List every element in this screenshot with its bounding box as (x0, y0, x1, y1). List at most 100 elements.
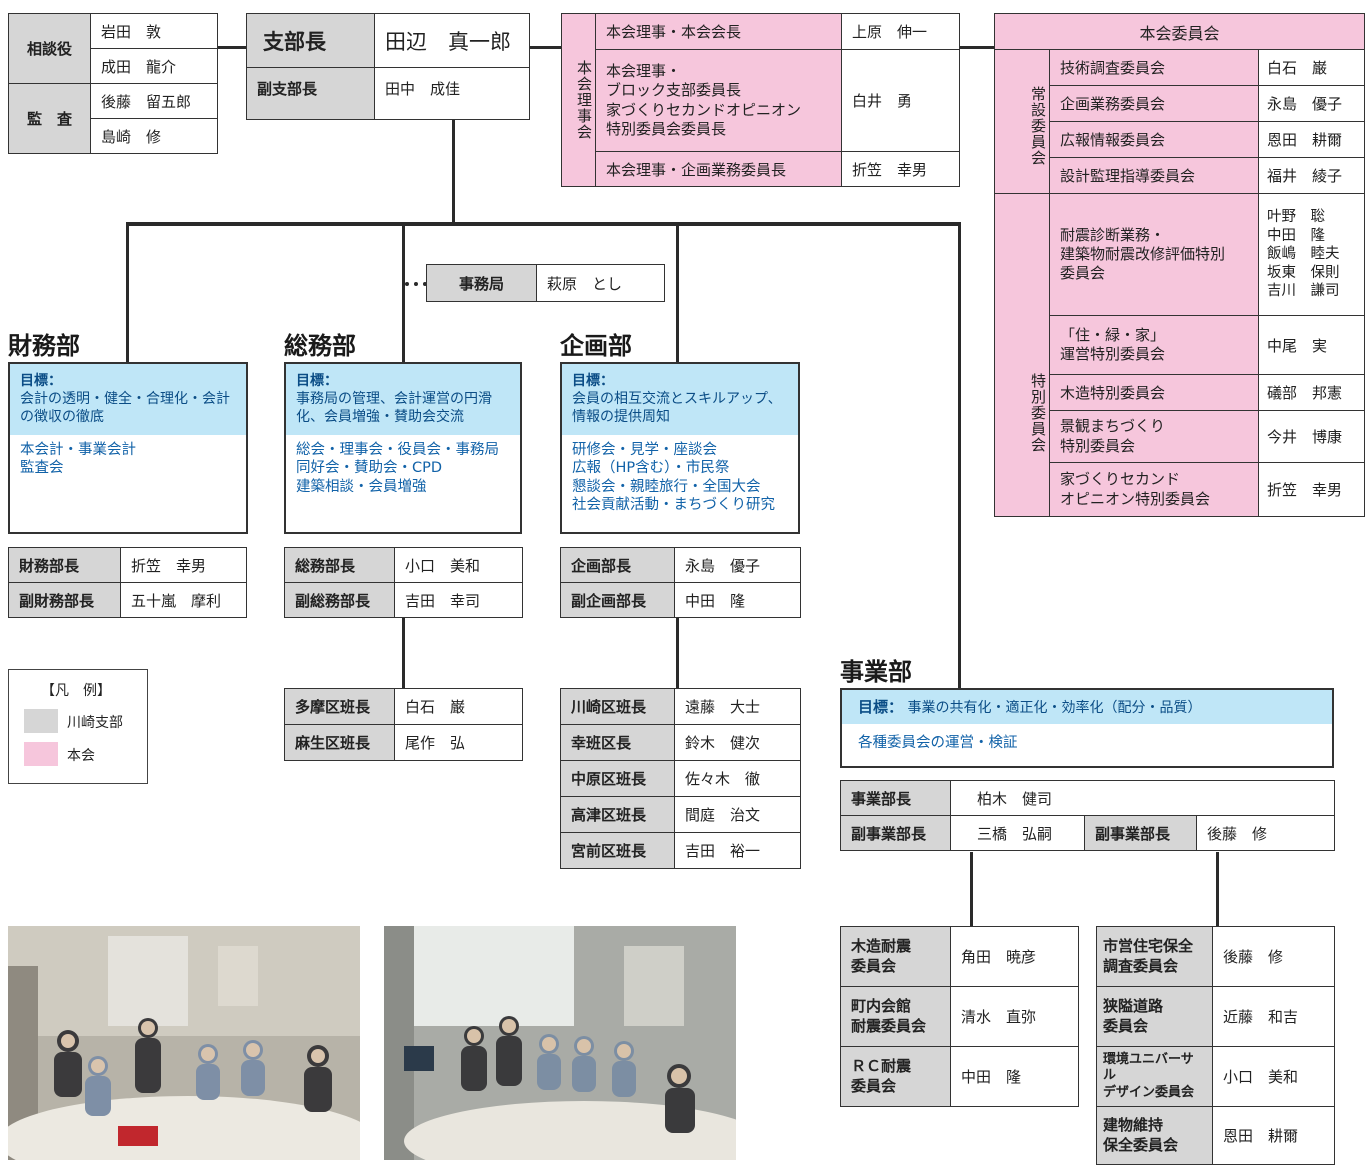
committee-member: 永島 優子 (1258, 85, 1365, 122)
general-deputy-name: 吉田 幸司 (394, 582, 523, 618)
goal-label: 目標： (296, 373, 338, 389)
committee-name: 「住・緑・家」 運営特別委員会 (1049, 315, 1259, 375)
ward-name: 白石 巌 (394, 688, 523, 725)
meeting-photo-1-image (8, 926, 360, 1160)
planning-goal: 目標： 会員の相互交流とスキルアップ、情報の提供周知 (562, 364, 798, 435)
business-box: 目標： 事業の共有化・適正化・効率化（配分・品質） 各種委員会の運営・検証 (840, 688, 1334, 768)
connector (676, 618, 679, 688)
finance-box: 目標： 会計の透明・健全・合理化・会計の徴収の徹底 本会計・事業会計 監査会 (8, 362, 248, 534)
general-title: 総務部 (284, 332, 356, 360)
honkai-committees-title: 本会委員会 (994, 13, 1365, 50)
committee-label: 環境ユニバーサル デザイン委員会 (1096, 1046, 1213, 1107)
ward-name: 尾作 弘 (394, 724, 523, 761)
ward-name: 吉田 裕一 (674, 832, 801, 869)
committee-member: 後藤 修 (1212, 926, 1335, 987)
honkai-committees-table: 本会委員会 常設委員会 技術調査委員会 白石 巌 企画業務委員会 永島 優子 広… (994, 13, 1365, 517)
secretariat-name: 萩原 とし (536, 264, 665, 302)
finance-goal: 目標： 会計の透明・健全・合理化・会計の徴収の徹底 (10, 364, 246, 435)
ward-label: 多摩区班長 (284, 688, 395, 725)
legend-label: 本会 (67, 748, 95, 764)
board-name: 白井 勇 (841, 49, 960, 152)
legend-label: 川崎支部 (67, 715, 123, 731)
planning-deputy-label: 副企画部長 (560, 582, 675, 618)
special-committees-label: 特別委員会 (994, 193, 1050, 517)
planning-wards-table: 川崎区班長 遠藤 大士 幸班区長 鈴木 健次 中原区班長 佐々木 徹 高津区班長… (560, 688, 801, 869)
goal-text: 会員の相互交流とスキルアップ、情報の提供周知 (572, 391, 782, 426)
connector (528, 46, 562, 49)
ward-name: 鈴木 健次 (674, 724, 801, 761)
committee-member: 清水 直弥 (950, 986, 1079, 1047)
connector (676, 222, 679, 362)
business-deputy1-label: 副事業部長 (840, 815, 951, 851)
committee-name: 広報情報委員会 (1049, 121, 1259, 158)
committee-member: 中尾 実 (1258, 315, 1365, 375)
committee-member: 福井 綾子 (1258, 157, 1365, 194)
ward-label: 中原区班長 (560, 760, 675, 797)
auditor-name: 後藤 留五郎 (90, 83, 218, 119)
ward-label: 宮前区班長 (560, 832, 675, 869)
business-tasks: 各種委員会の運営・検証 (858, 735, 1018, 751)
goal-label: 目標： (572, 373, 614, 389)
committee-member: 角田 暁彦 (950, 926, 1079, 987)
goal-text: 事業の共有化・適正化・効率化（配分・品質） (907, 700, 1202, 716)
business-deputy2-label: 副事業部長 (1084, 815, 1197, 851)
connector (126, 222, 960, 226)
committee-label: 木造耐震 委員会 (840, 926, 951, 987)
auditor-name: 島崎 修 (90, 118, 218, 154)
general-head-name: 小口 美和 (394, 547, 523, 583)
general-goal: 目標： 事務局の管理、会計運営の円滑化、会員増強・賛助会交流 (286, 364, 520, 435)
planning-box: 目標： 会員の相互交流とスキルアップ、情報の提供周知 研修会・見学・座談会 広報… (560, 362, 800, 534)
committee-label: 町内会館 耐震委員会 (840, 986, 951, 1047)
connector (402, 618, 405, 688)
auditor-label: 監 査 (8, 83, 91, 154)
goal-label: 目標： (858, 698, 904, 716)
business-title: 事業部 (840, 658, 912, 686)
general-officers-table: 総務部長 小口 美和 副総務部長 吉田 幸司 (284, 547, 523, 618)
planning-head-label: 企画部長 (560, 547, 675, 583)
meeting-photo-1 (8, 926, 360, 1160)
business-head-name: 柏木 健司 (949, 780, 1336, 816)
committee-label: 狭隘道路 委員会 (1096, 986, 1213, 1047)
planning-head-name: 永島 優子 (674, 547, 801, 583)
connector (216, 46, 248, 49)
business-goal: 目標： 事業の共有化・適正化・効率化（配分・品質） (842, 690, 1332, 724)
meeting-photo-2-image (384, 926, 736, 1160)
planning-tasks: 研修会・見学・座談会 広報（HP含む）・市民祭 懇談会・親睦旅行・全国大会 社会… (572, 441, 775, 514)
connector (452, 118, 455, 223)
committee-label: ＲＣ耐震 委員会 (840, 1046, 951, 1107)
planning-deputy-name: 中田 隆 (674, 582, 801, 618)
advisor-name: 成田 龍介 (90, 48, 218, 84)
business-officers-table: 事業部長 柏木 健司 副事業部長 三橋 弘嗣 副事業部長 後藤 修 (840, 780, 1336, 851)
board-name: 上原 伸一 (841, 13, 960, 50)
branch-head-name: 田辺 真一郎 (374, 13, 530, 68)
ward-name: 間庭 治文 (674, 796, 801, 833)
committee-label: 建物維持 保全委員会 (1096, 1106, 1213, 1165)
goal-label: 目標： (20, 373, 62, 389)
connector (958, 46, 994, 49)
committee-member: 叶野 聡 中田 隆 飯嶋 睦夫 坂東 保則 吉川 謙司 (1258, 193, 1365, 316)
committee-member: 近藤 和吉 (1212, 986, 1335, 1047)
branch-head-table: 支部長 田辺 真一郎 副支部長 田中 成佳 (246, 13, 530, 120)
business-deputy2-name: 後藤 修 (1195, 815, 1336, 851)
general-wards-table: 多摩区班長 白石 巌 麻生区班長 尾作 弘 (284, 688, 523, 761)
branch-deputy-label: 副支部長 (246, 67, 375, 120)
ward-label: 高津区班長 (560, 796, 675, 833)
board-role: 本会理事・本会会長 (595, 13, 842, 50)
honkai-board-table: 本会理事会 本会理事・本会会長 上原 伸一 本会理事・ ブロック支部委員長 家づ… (561, 13, 960, 187)
ward-name: 遠藤 大士 (674, 688, 801, 725)
committee-name: 企画業務委員会 (1049, 85, 1259, 122)
finance-deputy-label: 副財務部長 (8, 582, 121, 618)
ward-label: 川崎区班長 (560, 688, 675, 725)
ward-label: 幸班区長 (560, 724, 675, 761)
board-name: 折笠 幸男 (841, 151, 960, 187)
goal-text: 事務局の管理、会計運営の円滑化、会員増強・賛助会交流 (296, 391, 492, 426)
legend-swatch-branch (24, 709, 58, 733)
committee-name: 木造特別委員会 (1049, 374, 1259, 411)
committee-name: 耐震診断業務・ 建築物耐震改修評価特別 委員会 (1049, 193, 1259, 316)
meeting-photo-2 (384, 926, 736, 1160)
connector (1216, 852, 1219, 926)
secretariat-table: 事務局 萩原 とし (426, 264, 665, 302)
branch-head-label: 支部長 (246, 13, 375, 68)
general-box: 目標： 事務局の管理、会計運営の円滑化、会員増強・賛助会交流 総会・理事会・役員… (284, 362, 522, 534)
ward-name: 佐々木 徹 (674, 760, 801, 797)
